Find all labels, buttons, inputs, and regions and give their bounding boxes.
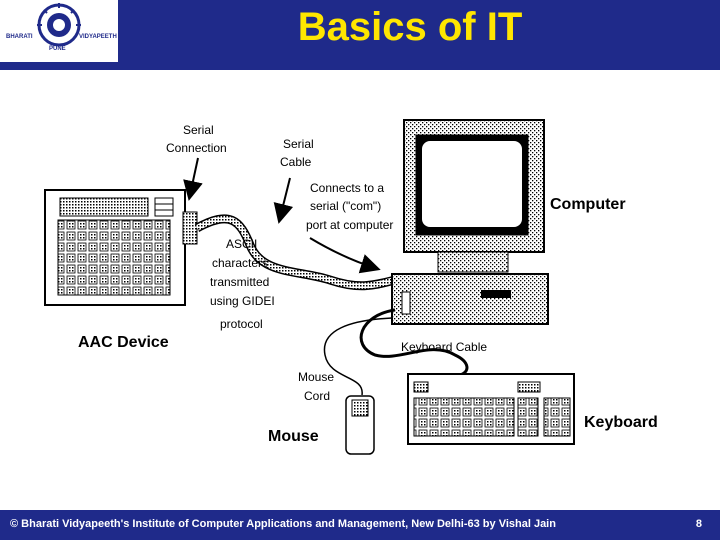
institute-logo: BHARATI VIDYAPEETH PUNE (0, 0, 118, 62)
keyboard-cable (359, 308, 469, 377)
aac-device (44, 189, 198, 306)
keyboard-device (407, 373, 575, 445)
label-computer: Computer (550, 196, 626, 213)
slide-header: BHARATI VIDYAPEETH PUNE Basics of IT (0, 0, 720, 70)
mouse-device (345, 395, 375, 455)
logo-text-left: BHARATI (6, 34, 33, 40)
label-ascii-line5: protocol (220, 317, 263, 331)
label-serial-connection-line1: Serial (183, 123, 214, 137)
slide-title: Basics of IT (297, 5, 523, 49)
slide-footer: © Bharati Vidyapeeth's Institute of Comp… (0, 510, 720, 540)
serial-connection-arrow (183, 157, 203, 201)
label-connects-line1: Connects to a (310, 181, 384, 195)
label-mouse: Mouse (268, 428, 319, 445)
logo-emblem-icon: BHARATI VIDYAPEETH PUNE (6, 3, 117, 52)
label-connects-line2: serial ("com") (310, 199, 381, 213)
label-serial-cable-line2: Cable (280, 155, 312, 169)
serial-cable-arrow (273, 177, 294, 224)
label-connects-line3: port at computer (306, 218, 393, 232)
label-keyboard-cable: Keyboard Cable (401, 340, 487, 354)
label-ascii-line4: using GIDEI (210, 294, 275, 308)
label-aac-device: AAC Device (78, 334, 169, 351)
label-ascii-line1: ASCII (226, 237, 257, 251)
logo-text-bottom: PUNE (49, 46, 66, 52)
label-mouse-cord-line2: Cord (304, 389, 330, 403)
label-serial-connection-line2: Connection (166, 141, 227, 155)
page-number: 8 (695, 518, 702, 530)
label-ascii-line2: characters (212, 256, 268, 270)
label-keyboard: Keyboard (584, 414, 658, 431)
computer-base (391, 273, 549, 325)
label-mouse-cord-line1: Mouse (298, 370, 334, 384)
label-ascii-line3: transmitted (210, 275, 269, 289)
mouse-cord (323, 317, 393, 396)
computer-connection-diagram: Serial Connection Serial Cable Connects … (0, 70, 720, 510)
header-rule (0, 62, 720, 70)
com-port-arrow (309, 237, 381, 274)
footer-credit: © Bharati Vidyapeeth's Institute of Comp… (10, 518, 556, 530)
label-serial-cable-line1: Serial (283, 137, 314, 151)
logo-text-right: VIDYAPEETH (79, 34, 117, 40)
serial-cable (194, 214, 397, 291)
computer-monitor (403, 119, 545, 273)
